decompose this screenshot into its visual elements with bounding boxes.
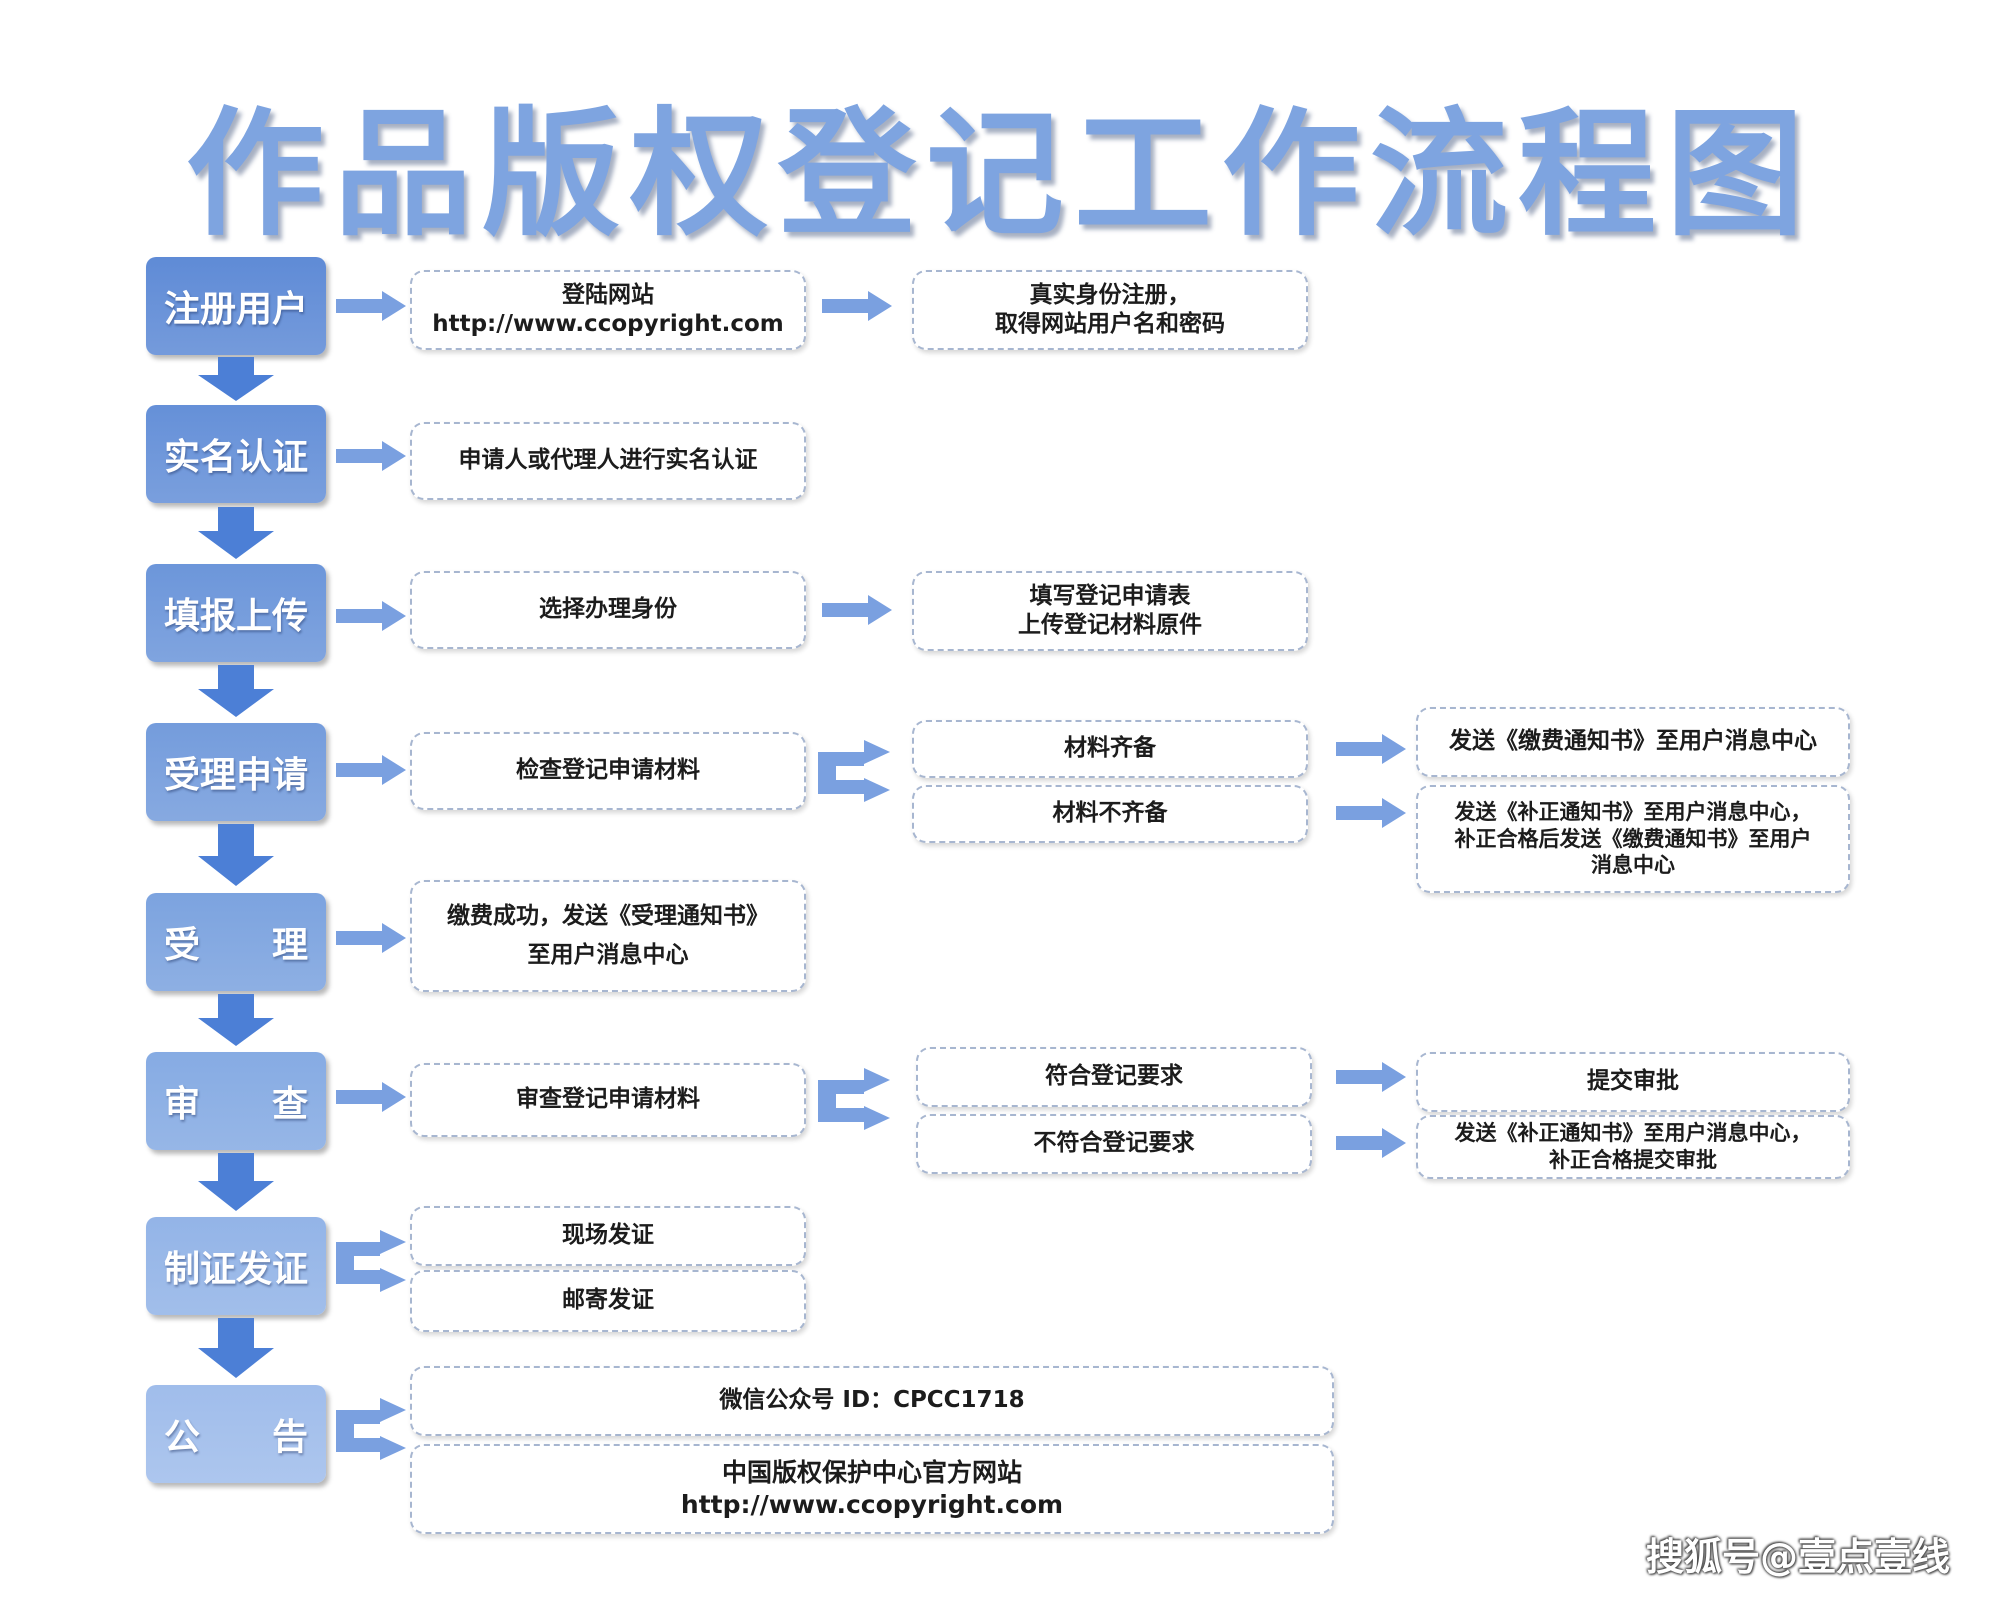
step-fill-upload: 填报上传 <box>146 564 326 662</box>
fork-arrow-icon <box>336 1398 406 1460</box>
payment-success-box: 缴费成功，发送《受理通知书》 至用户消息中心 <box>410 880 806 992</box>
choose-identity-box: 选择办理身份 <box>410 571 806 649</box>
correction-then-submit-box: 发送《补正通知书》至用户消息中心， 补正合格提交审批 <box>1416 1115 1850 1179</box>
onsite-issue-box: 现场发证 <box>410 1206 806 1266</box>
down-arrow-icon <box>198 994 274 1046</box>
step-register-user: 注册用户 <box>146 257 326 355</box>
page-title: 作品版权登记工作流程图 <box>185 94 1814 255</box>
fork-arrow-icon <box>818 740 890 802</box>
right-arrow-icon <box>822 291 892 321</box>
materials-complete-box: 材料齐备 <box>912 720 1308 778</box>
step-real-name-auth: 实名认证 <box>146 405 326 503</box>
down-arrow-icon <box>198 1153 274 1211</box>
step-accept-application: 受理申请 <box>146 723 326 821</box>
right-arrow-icon <box>336 923 406 953</box>
wechat-account-box: 微信公众号 ID：CPCC1718 <box>410 1366 1334 1436</box>
step-announcement: 公 告 <box>146 1385 326 1483</box>
down-arrow-icon <box>198 507 274 559</box>
step-acceptance: 受 理 <box>146 893 326 991</box>
right-arrow-icon <box>336 755 406 785</box>
mail-issue-box: 邮寄发证 <box>410 1270 806 1332</box>
down-arrow-icon <box>198 824 274 886</box>
step-review: 审 查 <box>146 1052 326 1150</box>
right-arrow-icon <box>336 1082 406 1112</box>
watermark: 搜狐号@壹点壹线 <box>1645 1535 1950 1579</box>
not-meets-requirements-box: 不符合登记要求 <box>916 1114 1312 1174</box>
check-materials-box: 检查登记申请材料 <box>410 732 806 810</box>
down-arrow-icon <box>198 665 274 717</box>
step-issue-certificate: 制证发证 <box>146 1217 326 1315</box>
submit-approval-box: 提交审批 <box>1416 1052 1850 1112</box>
send-correction-notice-box: 发送《补正通知书》至用户消息中心， 补正合格后发送《缴费通知书》至用户 消息中心 <box>1416 785 1850 893</box>
right-arrow-icon <box>336 601 406 631</box>
down-arrow-icon <box>198 357 274 401</box>
right-arrow-icon <box>336 291 406 321</box>
down-arrow-icon <box>198 1318 274 1378</box>
fill-form-upload-box: 填写登记申请表 上传登记材料原件 <box>912 571 1308 651</box>
right-arrow-icon <box>1336 1062 1406 1092</box>
real-name-auth-box: 申请人或代理人进行实名认证 <box>410 422 806 500</box>
right-arrow-icon <box>336 441 406 471</box>
official-website-box: 中国版权保护中心官方网站 http://www.ccopyright.com <box>410 1444 1334 1534</box>
fork-arrow-icon <box>336 1230 406 1292</box>
right-arrow-icon <box>1336 798 1406 828</box>
materials-incomplete-box: 材料不齐备 <box>912 785 1308 843</box>
review-materials-box: 审查登记申请材料 <box>410 1063 806 1137</box>
real-identity-register-box: 真实身份注册， 取得网站用户名和密码 <box>912 270 1308 350</box>
right-arrow-icon <box>1336 1128 1406 1158</box>
login-website-box: 登陆网站 http://www.ccopyright.com <box>410 270 806 350</box>
send-fee-notice-box: 发送《缴费通知书》至用户消息中心 <box>1416 707 1850 777</box>
meets-requirements-box: 符合登记要求 <box>916 1047 1312 1107</box>
right-arrow-icon <box>822 595 892 625</box>
right-arrow-icon <box>1336 734 1406 764</box>
fork-arrow-icon <box>818 1068 890 1130</box>
